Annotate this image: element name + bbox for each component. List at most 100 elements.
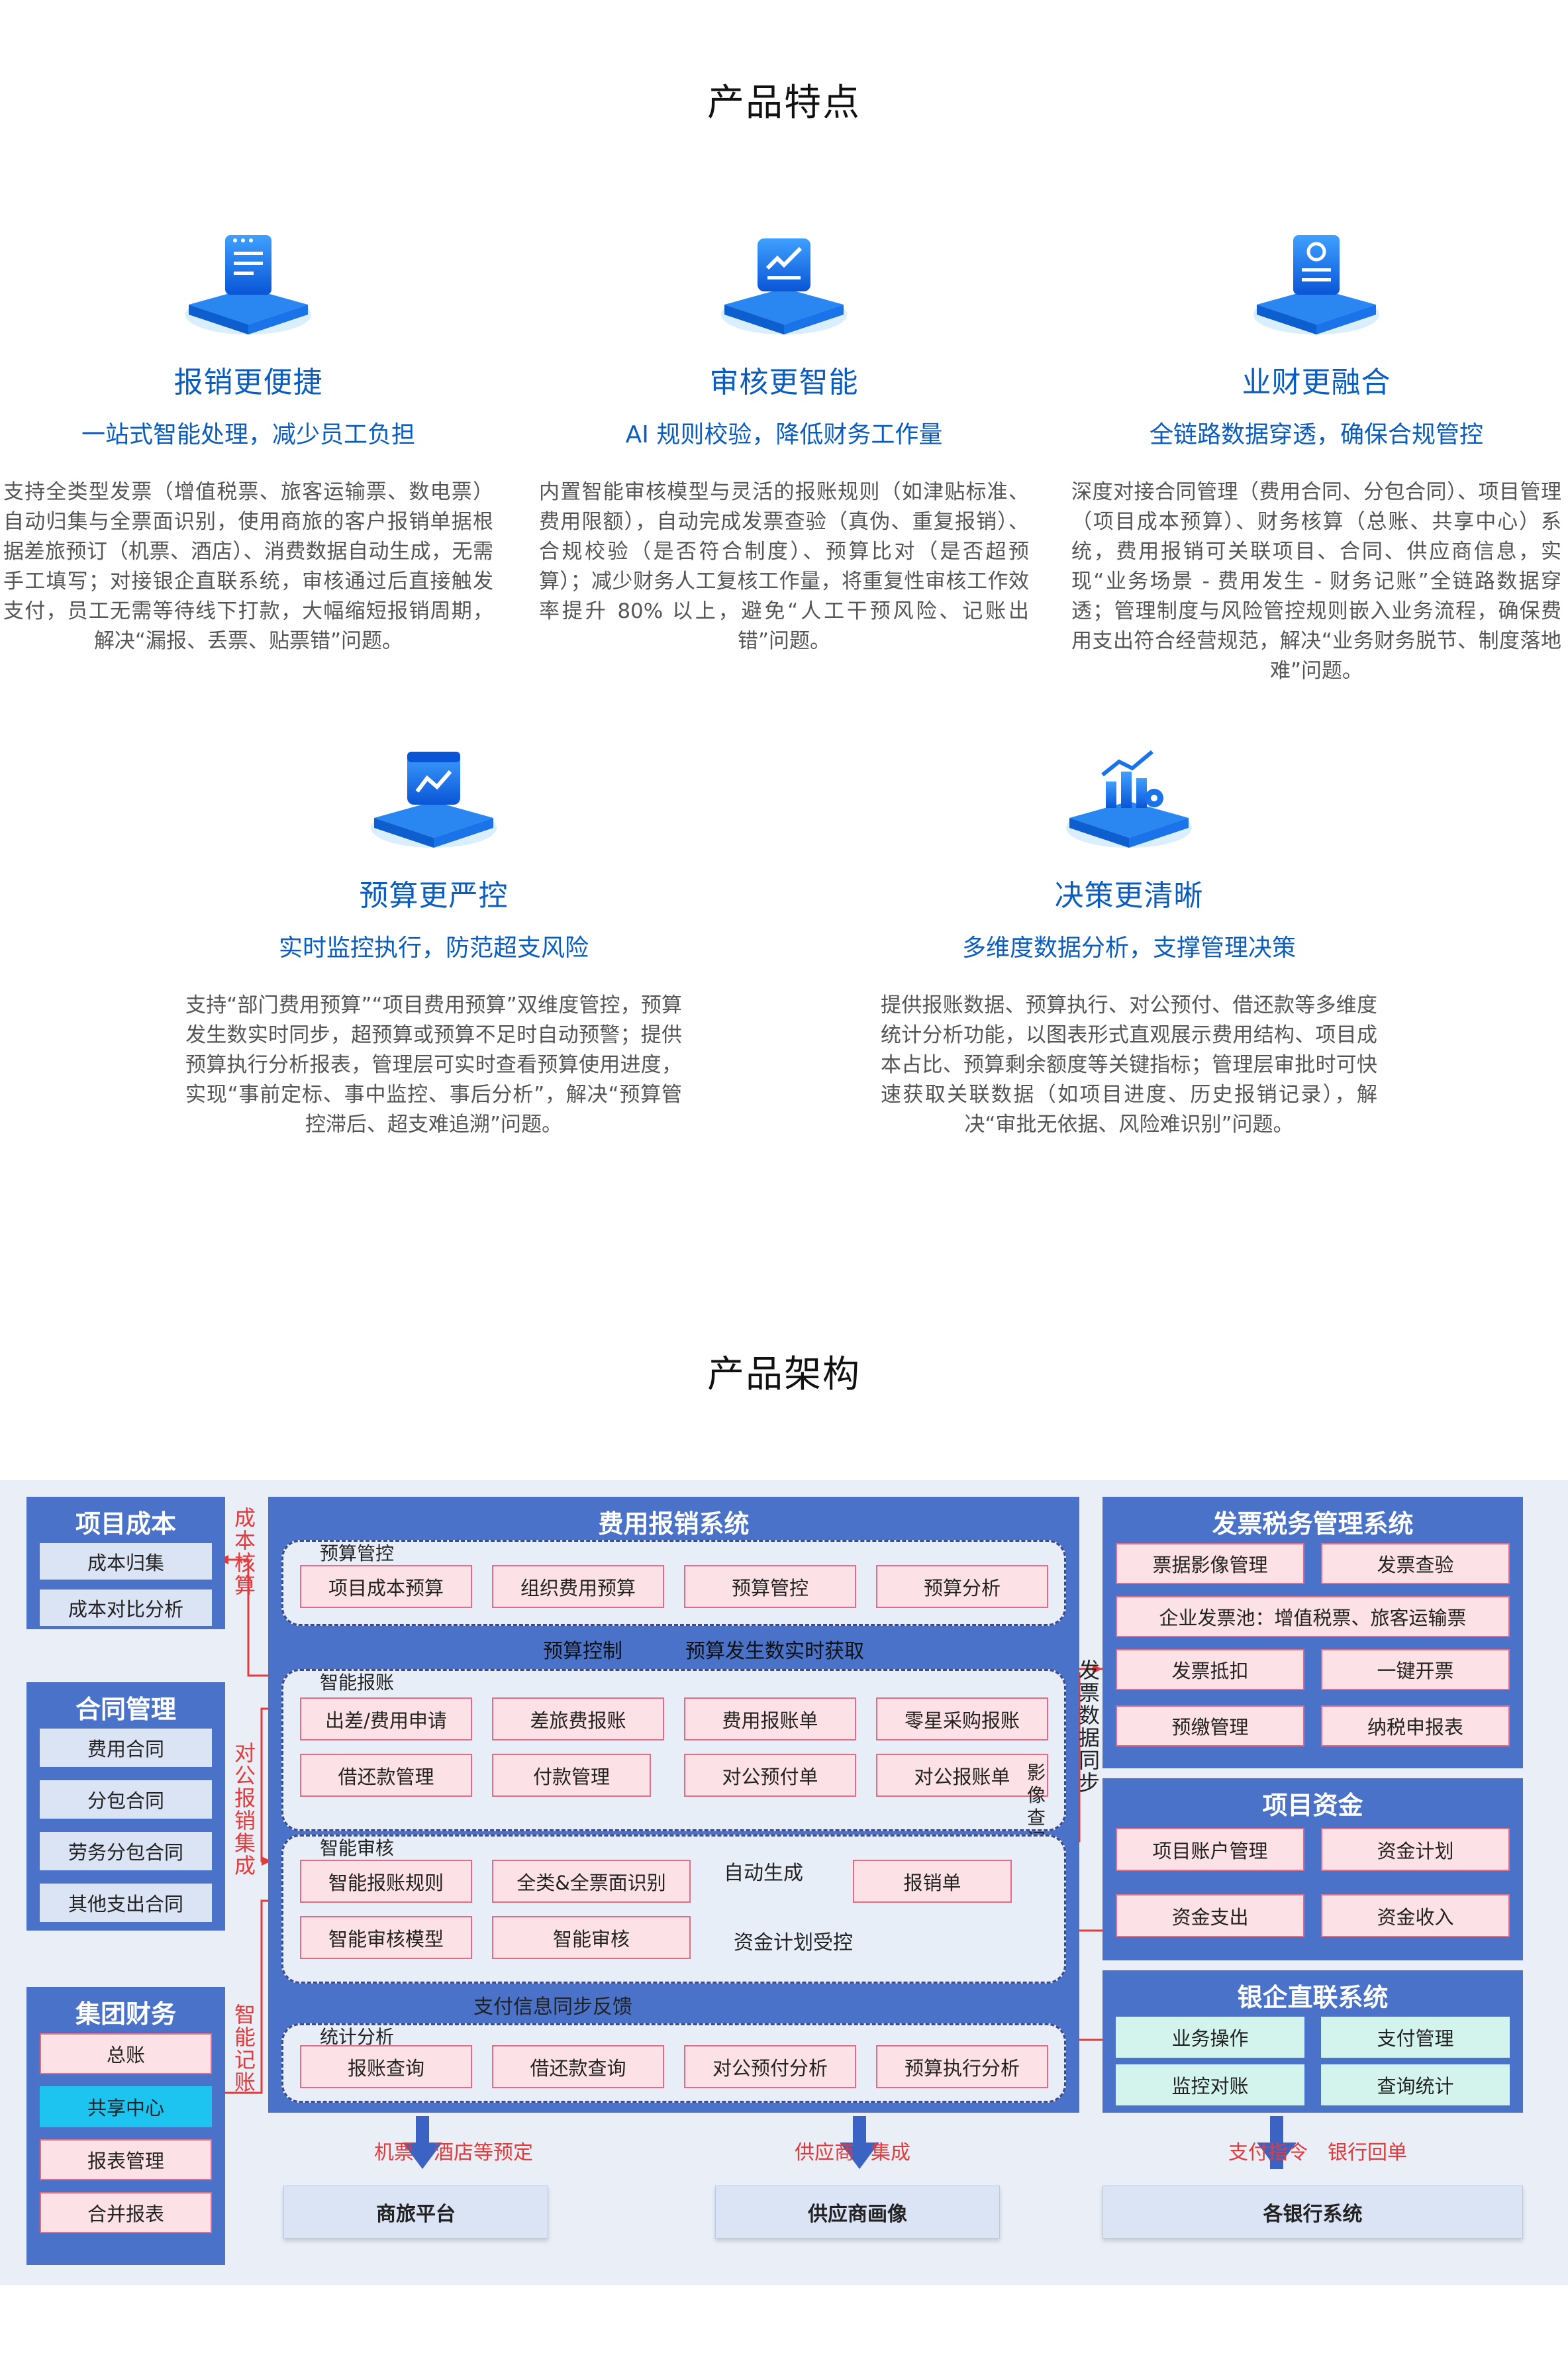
travel-platform-box: 商旅平台 — [283, 2186, 548, 2239]
travel-claim-box: 差旅费报账 — [492, 1697, 664, 1740]
feature-card-convenient: 报销更便捷 一站式智能处理，减少员工负担 支持全类型发票（增值税票、旅客运输票、… — [3, 228, 493, 656]
budget-control-box: 预算管控 — [684, 1565, 856, 1608]
statistics-group: 统计分析 报账查询 借还款查询 对公预付分析 预算执行分析 — [281, 2023, 1066, 2103]
budget-execution-box: 预算执行分析 — [876, 2045, 1048, 2088]
labor-subcontract-box: 劳务分包合同 — [40, 1832, 212, 1870]
feature-description: 支持全类型发票（增值税票、旅客运输票、数电票）自动归集与全票面识别，使用商旅的客… — [3, 480, 493, 653]
smart-claims-group: 智能报账 出差/费用申请 差旅费报账 费用报账单 零星采购报账 借还款管理 付款… — [281, 1669, 1066, 1831]
other-contract-box: 其他支出合同 — [40, 1884, 212, 1922]
group-label: 统计分析 — [320, 2026, 395, 2048]
subcontract-box: 分包合同 — [40, 1780, 212, 1819]
consolidated-report-box: 合并报表 — [40, 2192, 212, 2233]
fund-plan-label: 资金计划受控 — [734, 1931, 853, 1954]
travel-application-box: 出差/费用申请 — [300, 1697, 472, 1740]
corporate-prepay-box: 对公预付单 — [684, 1754, 856, 1797]
shared-center-box: 共享中心 — [40, 2086, 212, 2127]
feature-subtitle: 全链路数据穿透，确保合规管控 — [1149, 421, 1483, 448]
invoice-sync-label: 发票数据同步 — [1078, 1658, 1100, 1795]
architecture-diagram: 项目成本 成本归集 成本对比分析 合同管理 费用合同 分包合同 劳务分包合同 其… — [0, 1480, 1568, 2285]
feature-description: 深度对接合同管理（费用合同、分包合同）、项目管理（项目成本预算）、财务核算（总账… — [1071, 480, 1561, 683]
feature-card-budget: 预算更严控 实时监控执行，防范超支风险 支持“部门费用预算”“项目费用预算”双维… — [185, 742, 682, 1140]
project-cost-panel: 项目成本 成本归集 成本对比分析 — [26, 1497, 225, 1629]
flight-label: 机票 — [374, 2141, 414, 2164]
invoice-recognition-box: 全类&全票面识别 — [492, 1860, 691, 1903]
feature-description: 提供报账数据、预算执行、对公预付、借还款等多维度统计分析功能，以图表形式直观展示… — [881, 993, 1377, 1136]
bank-system-panel: 银企直联系统 业务操作 支付管理 监控对账 查询统计 — [1102, 1970, 1523, 2113]
feature-subtitle: 实时监控执行，防范超支风险 — [278, 934, 589, 962]
loan-query-box: 借还款查询 — [492, 2045, 664, 2088]
invoice-deduction-box: 发票抵扣 — [1116, 1649, 1304, 1690]
sync-icon — [1250, 228, 1383, 341]
group-label: 智能报账 — [320, 1672, 395, 1693]
payment-sync-label: 支付信息同步反馈 — [473, 1995, 632, 2019]
contract-integration-label: 对公报销集成 — [234, 1740, 256, 1878]
fund-expense-box: 资金支出 — [1116, 1894, 1304, 1937]
payment-management-box: 付款管理 — [492, 1754, 651, 1797]
tax-system-panel: 发票税务管理系统 票据影像管理 发票查验 企业发票池：增值税票、旅客运输票 发票… — [1102, 1497, 1523, 1768]
supplier-label: 供应商 — [795, 2141, 854, 2164]
feature-title: 预算更严控 — [359, 879, 509, 913]
feature-card-decision: 决策更清晰 多维度数据分析，支撑管理决策 提供报账数据、预算执行、对公预付、借还… — [881, 742, 1377, 1140]
project-account-box: 项目账户管理 — [1116, 1828, 1304, 1871]
feature-subtitle: 多维度数据分析，支撑管理决策 — [961, 934, 1296, 962]
procurement-claim-box: 零星采购报账 — [876, 1697, 1048, 1740]
one-click-invoice-box: 一键开票 — [1321, 1649, 1510, 1690]
business-operation-box: 业务操作 — [1116, 2017, 1304, 2058]
fund-plan-box: 资金计划 — [1321, 1828, 1510, 1871]
hotel-booking-label: 酒店等预定 — [434, 2141, 533, 2164]
audit-model-box: 智能审核模型 — [300, 1916, 472, 1959]
integration-label: 集成 — [871, 2141, 910, 2164]
feature-subtitle: 一站式智能处理，减少员工负担 — [81, 421, 415, 448]
feature-card-integration: 业财更融合 全链路数据穿透，确保合规管控 深度对接合同管理（费用合同、分包合同）… — [1071, 228, 1561, 686]
invoice-image-box: 票据影像管理 — [1116, 1543, 1304, 1584]
invoice-icon — [182, 228, 315, 341]
panel-title: 费用报销系统 — [598, 1509, 750, 1539]
query-statistics-box: 查询统计 — [1321, 2064, 1510, 2105]
supplier-profile-box: 供应商画像 — [715, 2186, 1000, 2239]
group-label: 预算管控 — [320, 1542, 395, 1564]
image-view-label: 影像查阅 — [1026, 1762, 1046, 1851]
feature-description: 支持“部门费用预算”“项目费用预算”双维度管控，预算发生数实时同步，超预算或预算… — [185, 993, 682, 1136]
general-ledger-box: 总账 — [40, 2033, 212, 2074]
corporate-claim-box: 对公报账单 — [876, 1754, 1048, 1797]
feature-description: 内置智能审核模型与灵活的报账规则（如津贴标准、费用限额），自动完成发票查验（真伪… — [539, 480, 1029, 653]
budget-control-group: 预算管控 项目成本预算 组织费用预算 预算管控 预算分析 — [281, 1540, 1066, 1626]
architecture-section-title: 产品架构 — [707, 1353, 861, 1396]
expense-contract-box: 费用合同 — [40, 1729, 212, 1767]
invoice-check-box: 发票查验 — [1321, 1543, 1510, 1584]
group-label: 智能审核 — [320, 1837, 395, 1859]
prepay-analysis-box: 对公预付分析 — [684, 2045, 856, 2088]
expense-claim-box: 费用报账单 — [684, 1697, 856, 1740]
smart-bookkeeping-label: 智能记账 — [234, 2002, 256, 2095]
claim-form-box: 报销单 — [853, 1860, 1012, 1903]
feature-subtitle: AI 规则校验，降低财务工作量 — [625, 421, 943, 448]
org-expense-budget-box: 组织费用预算 — [492, 1565, 664, 1608]
bank-receipt-label: 银行回单 — [1328, 2141, 1407, 2164]
claim-query-box: 报账查询 — [300, 2045, 472, 2088]
budget-control-flow-label: 预算控制 — [543, 1640, 622, 1663]
cost-accounting-label: 成本核算 — [234, 1505, 256, 1598]
calendar-chart-icon — [368, 742, 500, 854]
reconciliation-box: 监控对账 — [1116, 2064, 1304, 2105]
budget-realtime-flow-label: 预算发生数实时获取 — [685, 1640, 864, 1663]
project-cost-budget-box: 项目成本预算 — [300, 1565, 472, 1608]
fund-income-box: 资金收入 — [1321, 1894, 1510, 1937]
expense-system-panel: 费用报销系统 预算管控 项目成本预算 组织费用预算 预算管控 预算分析 预算控制… — [268, 1497, 1079, 2113]
audit-icon — [718, 228, 850, 341]
feature-card-audit: 审核更智能 AI 规则校验，降低财务工作量 内置智能审核模型与灵活的报账规则（如… — [539, 228, 1029, 656]
payment-instruction-label: 支付指令 — [1228, 2141, 1308, 2164]
panel-title: 合同管理 — [75, 1695, 176, 1724]
tax-return-box: 纳税申报表 — [1321, 1705, 1510, 1746]
group-finance-panel: 集团财务 总账 共享中心 报表管理 合并报表 — [26, 1987, 225, 2265]
cost-comparison-box: 成本对比分析 — [40, 1589, 212, 1626]
prepayment-box: 预缴管理 — [1116, 1705, 1304, 1746]
cost-collection-box: 成本归集 — [40, 1543, 212, 1580]
features-section-title: 产品特点 — [707, 81, 861, 125]
feature-title: 决策更清晰 — [1054, 879, 1204, 913]
invoice-pool-box: 企业发票池：增值税票、旅客运输票 — [1116, 1596, 1510, 1637]
smart-audit-group: 智能审核 智能报账规则 全类&全票面识别 报销单 智能审核模型 智能审核 自动生… — [281, 1835, 1066, 1984]
feature-title: 审核更智能 — [709, 366, 859, 399]
feature-title: 业财更融合 — [1242, 366, 1391, 399]
budget-analysis-box: 预算分析 — [876, 1565, 1048, 1608]
claim-rules-box: 智能报账规则 — [300, 1860, 472, 1903]
